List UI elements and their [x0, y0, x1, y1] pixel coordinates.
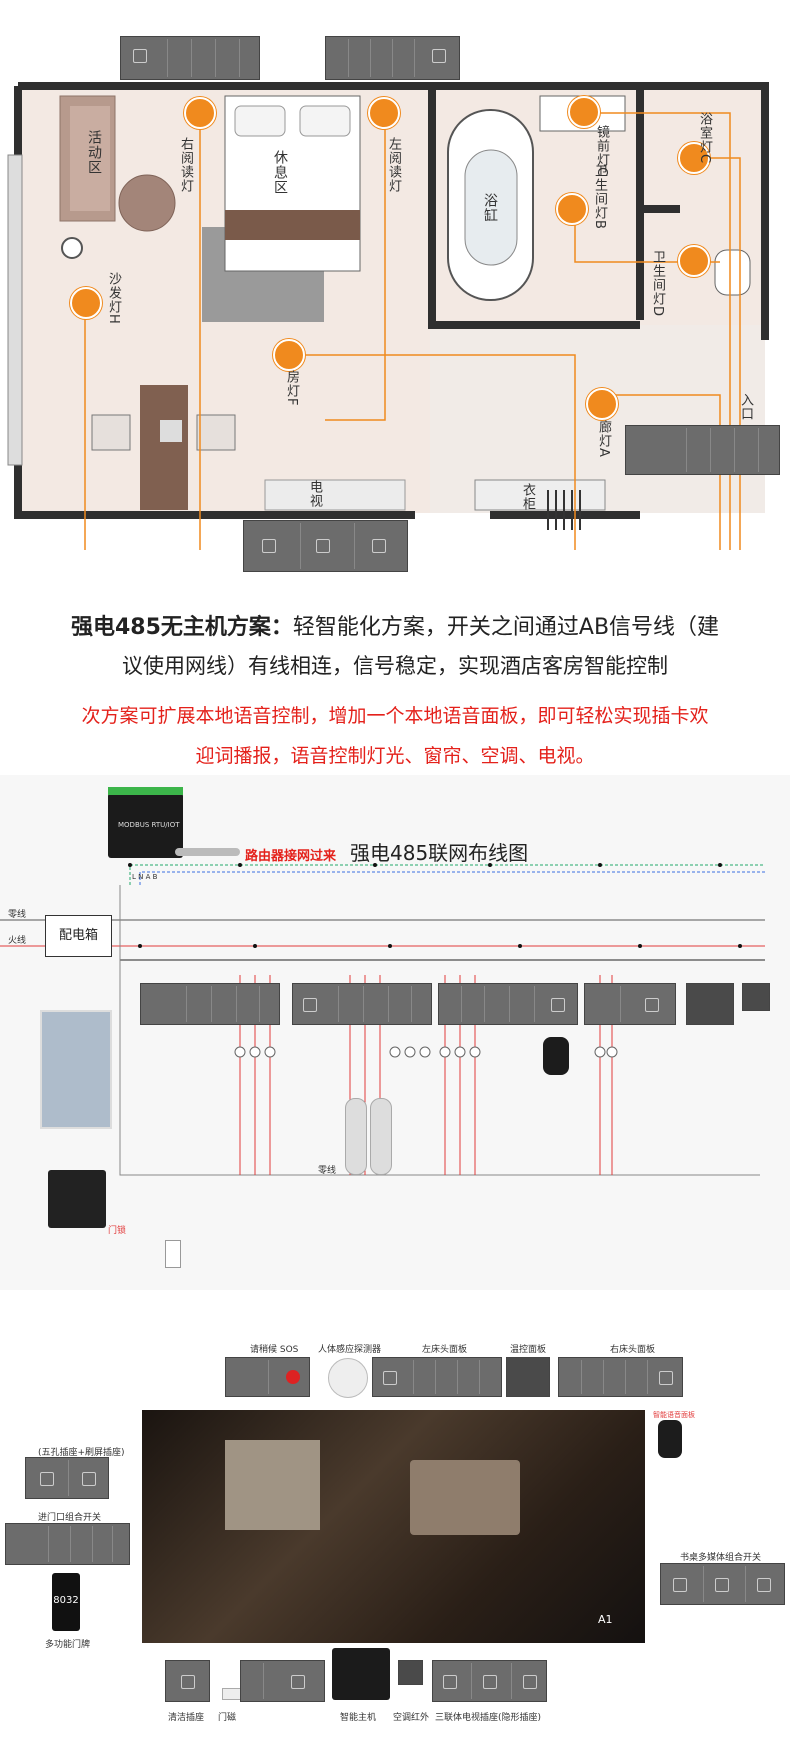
tv-socket-panel: [432, 1660, 547, 1702]
curtain-motor-1: [345, 1098, 367, 1175]
label-bathroom-light-b: 卫生间灯B: [592, 164, 607, 230]
speaker-icon: [543, 1037, 569, 1075]
floorplan-drawing: [7, 82, 769, 550]
wiring-panel-4: [584, 983, 676, 1025]
label-bathtub: 浴缸: [482, 193, 498, 223]
module-label: MODBUS RTU/IOT: [118, 821, 180, 829]
wiring-panel-1: [140, 983, 280, 1025]
floorplan: 活动区 休息区 右阅读灯 左阅读灯 浴缸 镜前灯C 卫生间灯B 浴室灯C 卫生间…: [0, 0, 790, 590]
clean-socket-panel: [165, 1660, 210, 1702]
wiring-panel-3: [438, 983, 578, 1025]
wiring-diagram: MODBUS RTU/IOT 路由器接网过来 强电485联网布线图: [0, 775, 790, 1290]
wiring-lines: [0, 863, 765, 1176]
wiring-panel-2: [292, 983, 432, 1025]
label-door-magnet: 门磁: [218, 1713, 237, 1723]
label-right-reading-lamp: 右阅读灯: [178, 137, 193, 193]
label-entrance: 入口: [738, 393, 753, 421]
red-note-line-2: 迎词播报，语音控制灯光、窗帘、空调、电视。: [195, 745, 595, 767]
live-wire-label: 火线: [8, 936, 27, 946]
doorplate-icon: 8032: [52, 1573, 80, 1631]
ac-ir-panel: [398, 1660, 423, 1685]
label-dnd-sos: 请稍候 SOS: [250, 1345, 299, 1355]
light-dot-left-reading: [368, 97, 400, 129]
label-rest-area: 休息区: [272, 150, 288, 195]
light-dot-bathroom-d: [678, 245, 710, 277]
wiring-panel-5: [686, 983, 734, 1025]
room-a1-label: A1: [598, 1613, 613, 1626]
description-heading-bold: 强电485无主机方案：: [70, 615, 293, 640]
label-right-bed-panel: 右床头面板: [610, 1345, 656, 1355]
red-note-line-1: 次方案可扩展本地语音控制，增加一个本地语音面板，即可轻松实现插卡欢: [81, 705, 709, 727]
label-tv: 电视: [307, 480, 322, 508]
entrance-combo-panel: [5, 1523, 130, 1565]
neutral-wire-label: 零线: [8, 910, 27, 920]
label-left-bed-panel: 左床头面板: [422, 1345, 468, 1355]
light-dot-sofa: [70, 287, 102, 319]
label-bath-light: 浴室灯C: [697, 112, 712, 165]
bottom-socket-panel: [243, 520, 408, 572]
left-bed-panel: [372, 1357, 502, 1397]
label-smart-host: 智能主机: [340, 1713, 377, 1723]
network-cable-icon: [175, 848, 240, 856]
light-dot-mirror: [568, 96, 600, 128]
distribution-box-label: 配电箱: [58, 928, 98, 943]
dnd-sos-panel: [225, 1357, 310, 1397]
description-heading-rest: 轻智能化方案，开关之间通过AB信号线（建: [292, 615, 720, 640]
door-icon: [40, 1010, 112, 1129]
light-dot-bathroom-b: [556, 193, 588, 225]
door-lock-label: 门锁: [108, 1226, 127, 1236]
scene-diagram: A1 请稍候 SOS 人体感应探测器 左床头面板 温控面板 右床头面板 (五孔插…: [0, 1330, 790, 1744]
bottom-neutral-label: 零线: [318, 1166, 337, 1176]
wiring-title: 强电485联网布线图: [350, 841, 529, 865]
label-speaker: 智能语音面板: [653, 1411, 695, 1419]
label-living-area: 活动区: [86, 130, 102, 175]
doorplate-number: 8032: [53, 1595, 79, 1606]
smart-host-icon: [332, 1648, 390, 1700]
label-desk-switch: 书桌多媒体组合开关: [680, 1553, 762, 1563]
light-dot-corridor: [586, 388, 618, 420]
description-line-2: 议使用网线）有线相连，信号稳定，实现酒店客房智能控制: [122, 654, 668, 678]
wiring-panel-6: [742, 983, 770, 1011]
entrance-switch-panel: [625, 425, 780, 475]
bottom-double-panel: [240, 1660, 325, 1702]
description-line-1: 强电485无主机方案：轻智能化方案，开关之间通过AB信号线（建: [0, 610, 790, 646]
distribution-box: 配电箱: [45, 915, 112, 957]
label-wardrobe: 衣柜: [520, 483, 535, 511]
router-label: 路由器接网过来: [245, 849, 337, 864]
curtain-motor-2: [370, 1098, 392, 1175]
label-temp-panel: 温控面板: [510, 1345, 547, 1355]
speaker-icon-scene: [658, 1420, 682, 1458]
light-dot-right-reading: [184, 97, 216, 129]
modbus-module: MODBUS RTU/IOT: [108, 787, 183, 858]
label-entrance-switch: 进门口组合开关: [38, 1513, 102, 1523]
top-right-switch-panel: [325, 36, 460, 80]
room-render: [142, 1410, 645, 1643]
label-room-light: 房灯F: [284, 370, 299, 407]
light-dot-room: [273, 339, 305, 371]
label-sofa-lamp: 沙发灯H: [106, 272, 121, 325]
label-five-hole: (五孔插座+刷屏插座): [38, 1448, 125, 1458]
five-hole-panel: [25, 1457, 109, 1499]
top-left-switch-panel: [120, 36, 260, 80]
label-left-reading-lamp: 左阅读灯: [386, 137, 401, 193]
label-clean-socket: 清洁插座: [168, 1713, 205, 1723]
room-bath: [225, 1440, 320, 1530]
label-body-sensor: 人体感应探测器: [318, 1345, 382, 1355]
right-bed-panel: [558, 1357, 683, 1397]
label-multi-doorplate: 多功能门牌: [45, 1640, 91, 1650]
card-switch-icon: [48, 1170, 106, 1228]
label-corridor-light: 廊灯A: [596, 420, 611, 458]
body-sensor-icon: [328, 1358, 368, 1398]
door-magnet-icon: [165, 1240, 181, 1268]
bus-letters: L N A B: [132, 873, 158, 881]
temp-panel: [506, 1357, 550, 1397]
desk-combo-panel: [660, 1563, 785, 1605]
room-bed: [410, 1460, 520, 1535]
label-tv-socket: 三联体电视插座(隐形插座): [435, 1713, 542, 1723]
label-mirror-light: 镜前灯C: [594, 125, 609, 178]
label-bathroom-light-d: 卫生间灯D: [650, 250, 665, 318]
light-dot-bath: [678, 142, 710, 174]
label-ac-ir: 空调红外: [393, 1713, 430, 1723]
